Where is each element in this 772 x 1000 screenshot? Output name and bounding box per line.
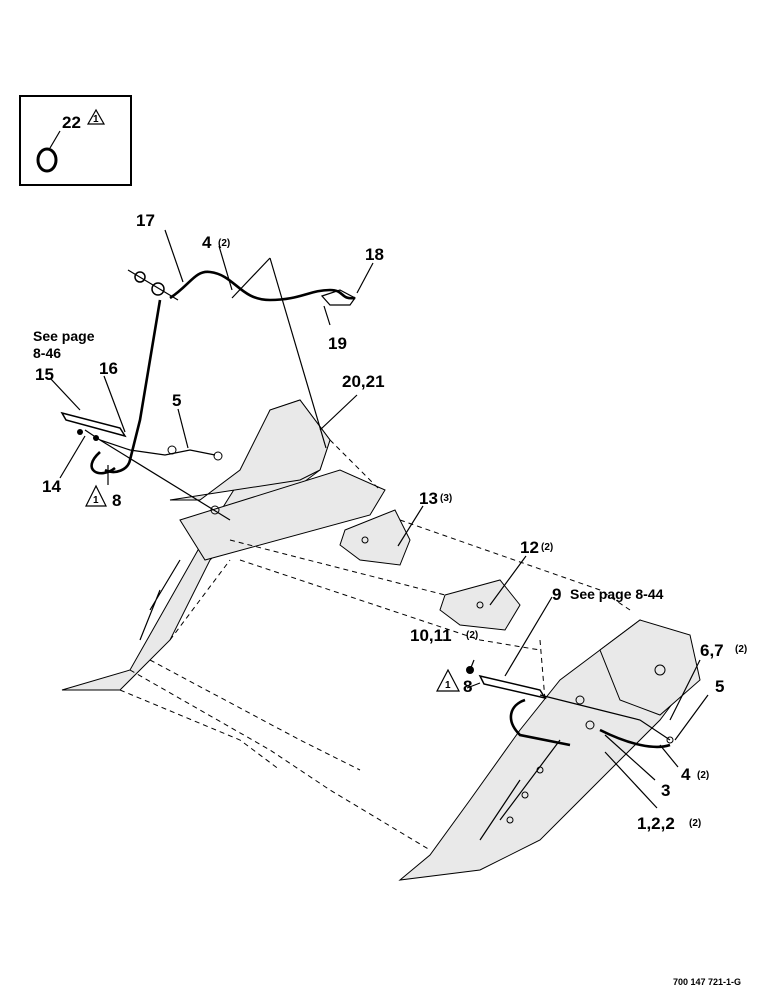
- leader-lines: [49, 229, 709, 809]
- callout-1-2: 1,2,2: [637, 814, 675, 833]
- see-page-8-46-line1: See page: [33, 328, 95, 344]
- callout-8-right: 8: [463, 677, 472, 696]
- left-handle-assembly: [60, 411, 231, 521]
- callout-20-21: 20,21: [342, 372, 385, 391]
- see-page-8-46-line2: 8-46: [33, 345, 61, 361]
- callout-4-upper: 4: [202, 233, 212, 252]
- note-triangle-left-icon: [85, 484, 107, 507]
- see-page-8-44: See page 8-44: [570, 586, 664, 602]
- callout-8-left: 8: [112, 491, 121, 510]
- callouts: 17 4 (2) 18 19 See page 8-46 15 16 5 20,…: [33, 211, 747, 833]
- note-number-right: 1: [445, 680, 451, 691]
- callout-14: 14: [42, 477, 61, 496]
- inset-box: 22 1: [19, 95, 132, 186]
- callout-4-lower-qty: (2): [697, 770, 709, 781]
- callout-4-lower: 4: [681, 765, 691, 784]
- note-number: 1: [93, 114, 99, 125]
- drawing-number: 700 147 721-1-G: [673, 977, 741, 987]
- callout-17: 17: [136, 211, 155, 230]
- callout-4-upper-qty: (2): [218, 238, 230, 249]
- callout-12-qty: (2): [541, 542, 553, 553]
- header-frame: [61, 399, 701, 881]
- callout-6-7: 6,7: [700, 641, 724, 660]
- callout-9: 9: [552, 585, 561, 604]
- note-triangle-icon: [86, 108, 106, 125]
- callout-15: 15: [35, 365, 54, 384]
- right-handle-assembly: [466, 666, 674, 749]
- callout-3: 3: [661, 781, 670, 800]
- callout-13-qty: (3): [440, 493, 452, 504]
- note-number-left: 1: [93, 495, 99, 506]
- o-ring-icon: [36, 147, 58, 173]
- callout-22: 22: [62, 113, 81, 132]
- callout-10-11: 10,11: [410, 626, 452, 645]
- note-triangle-right-icon: [436, 668, 460, 692]
- callout-16: 16: [99, 359, 118, 378]
- callout-13: 13: [419, 489, 438, 508]
- callout-18: 18: [365, 245, 384, 264]
- callout-5-right: 5: [715, 677, 724, 696]
- callout-12: 12: [520, 538, 539, 557]
- callout-19: 19: [328, 334, 347, 353]
- callout-5-left: 5: [172, 391, 181, 410]
- callout-6-7-qty: (2): [735, 644, 747, 655]
- callout-10-11-qty: (2): [466, 630, 478, 641]
- callout-1-2-qty: (2): [689, 818, 701, 829]
